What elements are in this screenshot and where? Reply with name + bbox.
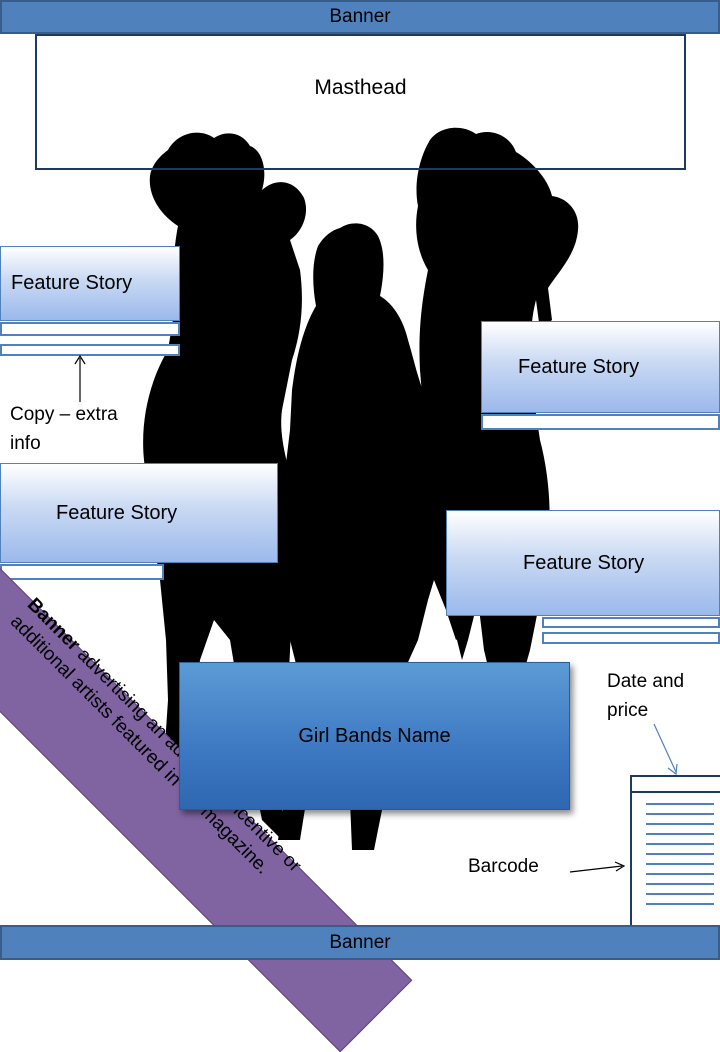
feature-story-right-mid: Feature Story: [446, 510, 720, 616]
masthead-label: Masthead: [314, 76, 407, 99]
date-price-line2: price: [607, 700, 649, 721]
barcode-box: [630, 775, 720, 927]
feature-story-right-top: Feature Story: [481, 321, 720, 413]
copy-line: [0, 344, 180, 356]
top-banner-label: Banner: [329, 6, 391, 27]
copy-note-line1: Copy – extra: [10, 404, 118, 425]
feature-story-label: Feature Story: [56, 501, 178, 524]
copy-line: [0, 322, 180, 336]
arrow-down-icon: [653, 723, 678, 776]
feature-story-label: Feature Story: [523, 551, 645, 574]
copy-line: [0, 564, 164, 580]
date-price-line1: Date and: [607, 671, 685, 692]
copy-line: [481, 414, 720, 430]
copy-line: [542, 632, 720, 644]
copy-note: Copy – extra info: [10, 400, 170, 458]
band-name-label: Girl Bands Name: [298, 724, 451, 747]
date-price-note: Date and price: [607, 667, 717, 725]
barcode-note: Barcode: [468, 856, 539, 877]
feature-story-left-top: Feature Story: [0, 246, 180, 321]
band-name-box: Girl Bands Name: [179, 662, 570, 810]
top-banner: Banner: [0, 0, 720, 34]
arrow-right-icon: [569, 861, 626, 873]
masthead-box: Masthead: [35, 34, 686, 170]
copy-line: [542, 617, 720, 628]
feature-story-label: Feature Story: [11, 272, 133, 294]
feature-story-left-mid: Feature Story: [0, 463, 278, 563]
arrow-up-icon: [74, 354, 86, 402]
feature-story-label: Feature Story: [518, 355, 640, 378]
copy-note-line2: info: [10, 433, 41, 454]
bottom-banner-label: Banner: [329, 931, 391, 953]
bottom-banner: Banner: [0, 925, 720, 960]
